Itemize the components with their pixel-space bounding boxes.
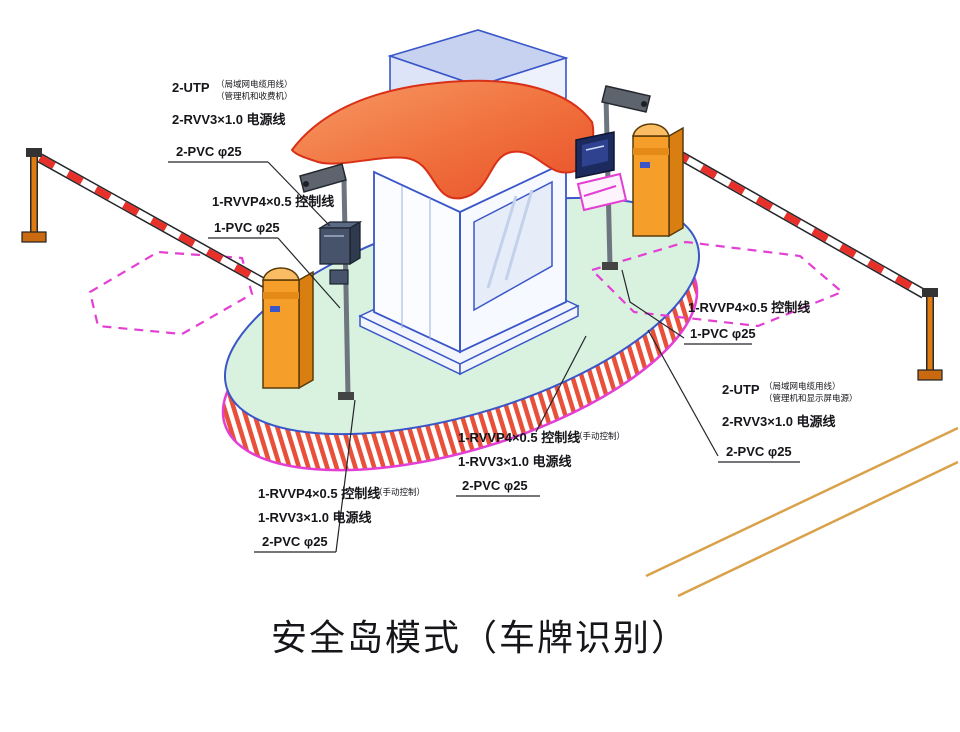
annotation-right-lower: 2-UTP （局域网电缆用线） （管理机和显示屏电源） 2-RVV3×1.0 电… xyxy=(722,381,858,459)
entry-camera-icon xyxy=(299,163,347,193)
left-barrier-gate xyxy=(262,267,314,390)
right-camera-pole xyxy=(575,85,651,270)
cable-label: 1-RVVP4×0.5 控制线 xyxy=(688,300,810,315)
left-barrier-arm xyxy=(37,153,269,289)
cable-label: 1-RVV3×1.0 电源线 xyxy=(258,510,372,525)
parking-space-marking-right xyxy=(589,240,845,328)
annotation-right-mid: 1-RVVP4×0.5 控制线 1-PVC φ25 xyxy=(688,300,810,341)
pole-base xyxy=(602,262,618,270)
junction-box xyxy=(329,269,349,285)
right-barrier-gate xyxy=(632,123,684,238)
left-arm-end-post xyxy=(21,148,47,243)
leader-line xyxy=(647,329,719,457)
cable-label: 1-PVC φ25 xyxy=(214,220,280,235)
leader-lines xyxy=(168,161,800,553)
cable-label: 1-PVC φ25 xyxy=(690,326,756,341)
plate-recognition-panel xyxy=(576,172,628,212)
cable-note: （手动控制） xyxy=(574,431,625,441)
gate-indicator-icon xyxy=(270,306,280,312)
cable-label: 2-PVC φ25 xyxy=(176,144,242,159)
leader-line xyxy=(267,161,331,227)
annotation-top-left: 2-UTP （局域网电缆用线） （管理机和收费机） 2-RVV3×1.0 电源线… xyxy=(172,79,293,159)
cable-label: 1-RVVP4×0.5 控制线 xyxy=(258,486,380,501)
camera-lens-icon xyxy=(303,181,309,187)
parking-space-marking-left xyxy=(88,250,254,336)
cable-label: 2-PVC φ25 xyxy=(726,444,792,459)
cable-label: 2-UTP xyxy=(722,382,760,397)
cable-note: （手动控制） xyxy=(374,487,425,497)
cable-note: （局域网电缆用线） xyxy=(764,381,841,391)
leader-line xyxy=(277,237,341,309)
cable-label: 2-UTP xyxy=(172,80,210,95)
cable-note: （管理机和显示屏电源） xyxy=(764,393,858,403)
annotation-left-bottom: 1-RVVP4×0.5 控制线 （手动控制） 1-RVV3×1.0 电源线 2-… xyxy=(258,486,425,549)
left-camera-pole xyxy=(299,163,363,400)
camera-lens-icon xyxy=(641,101,647,107)
booth-window xyxy=(473,180,553,312)
cable-label: 2-RVV3×1.0 电源线 xyxy=(172,112,286,127)
led-display xyxy=(575,131,615,179)
diagram-title: 安全岛模式（车牌识别） xyxy=(271,617,689,658)
annotation-center-bottom: 1-RVVP4×0.5 控制线 （手动控制） 1-RVV3×1.0 电源线 2-… xyxy=(458,430,625,493)
exit-camera-icon xyxy=(601,85,651,113)
right-barrier-arm xyxy=(671,147,927,299)
leader-line xyxy=(535,335,587,433)
cable-label: 2-PVC φ25 xyxy=(262,534,328,549)
gate-indicator-icon xyxy=(640,162,650,168)
pole-base xyxy=(338,392,354,400)
lane-guide-lines xyxy=(645,426,959,598)
leader-line xyxy=(621,269,685,339)
cable-note: （局域网电缆用线） xyxy=(216,79,293,89)
annotation-left-mid: 1-RVVP4×0.5 控制线 1-PVC φ25 xyxy=(212,194,334,235)
cable-note: （管理机和收费机） xyxy=(216,91,293,101)
controller-box xyxy=(317,220,363,266)
cable-label: 2-RVV3×1.0 电源线 xyxy=(722,414,836,429)
right-arm-end-post xyxy=(917,288,943,381)
cable-label: 1-RVVP4×0.5 控制线 xyxy=(458,430,580,445)
guard-booth xyxy=(290,29,595,376)
cable-label: 1-RVVP4×0.5 控制线 xyxy=(212,194,334,209)
booth-canopy xyxy=(290,79,595,200)
booth-walls xyxy=(373,160,567,354)
cable-label: 2-PVC φ25 xyxy=(462,478,528,493)
cable-label: 1-RVV3×1.0 电源线 xyxy=(458,454,572,469)
leader-line xyxy=(335,399,356,553)
